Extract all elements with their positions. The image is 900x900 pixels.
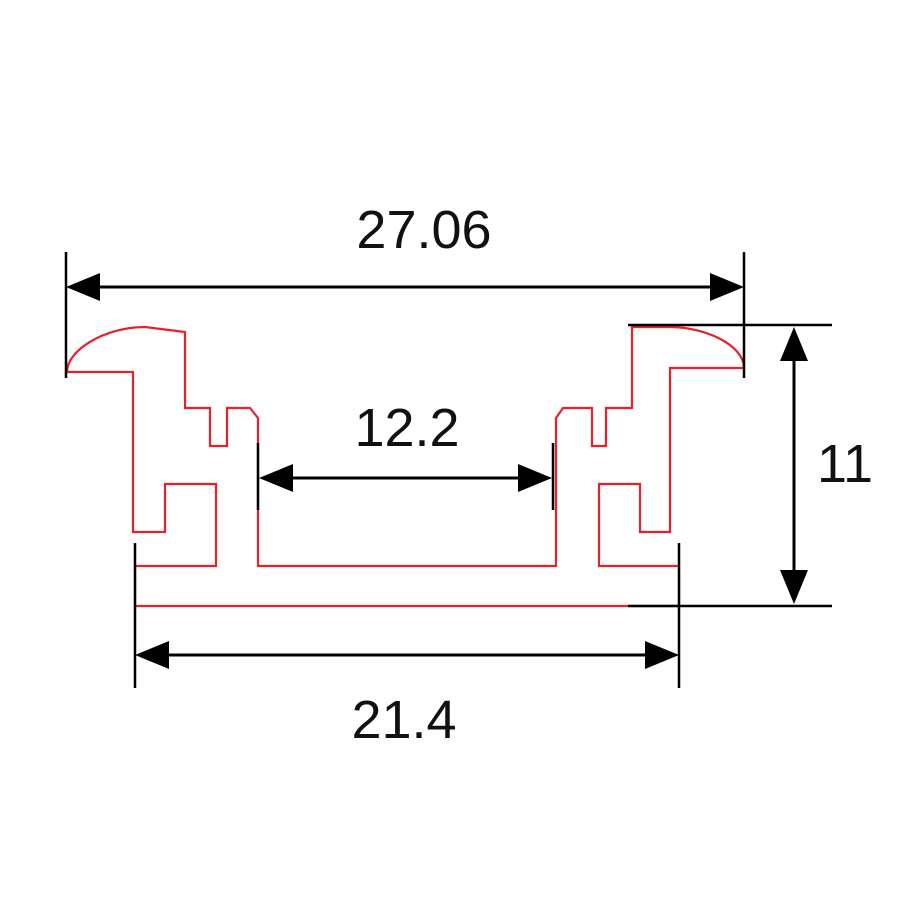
inner-width-label: 12.2 bbox=[354, 398, 459, 458]
height-label: 11 bbox=[817, 434, 873, 494]
base-width-label: 21.4 bbox=[351, 690, 456, 750]
overall-width-label: 27.06 bbox=[356, 200, 491, 260]
profile-outline bbox=[65, 325, 746, 608]
height-arrow-top bbox=[780, 327, 808, 361]
overall-width-arrow-left bbox=[66, 273, 100, 301]
base-width-arrow-right bbox=[645, 641, 679, 669]
inner-width-arrow-left bbox=[259, 464, 293, 492]
overall-width-arrow-right bbox=[710, 273, 744, 301]
inner-width-arrow-right bbox=[518, 464, 552, 492]
height-arrow-bottom bbox=[780, 570, 808, 604]
base-width-arrow-left bbox=[135, 641, 169, 669]
